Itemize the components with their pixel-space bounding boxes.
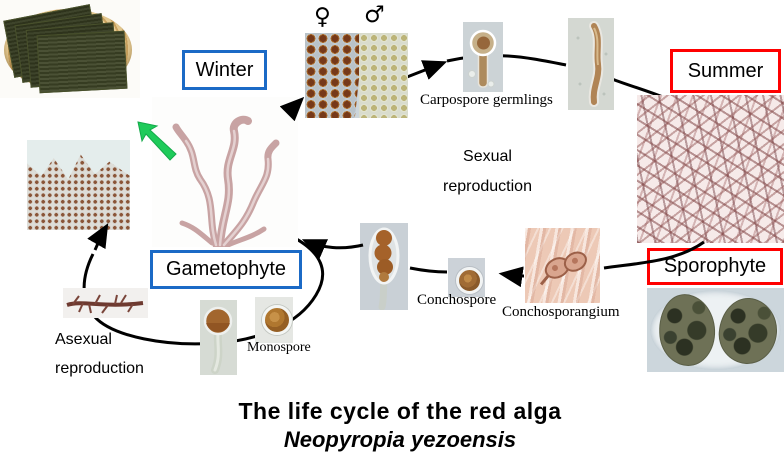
- summer-label-box: Summer: [670, 49, 781, 93]
- harvest-arrow-icon: [137, 121, 177, 161]
- spore-dots: [27, 154, 130, 230]
- carpospore-germlings-label: Carpospore germlings: [420, 92, 553, 108]
- nori-sheet: [36, 30, 128, 94]
- title-line1: The life cycle of the red alga: [238, 398, 562, 424]
- monospore-germling-micrograph: [200, 300, 237, 375]
- diagram-title: The life cycle of the red alga Neopyropi…: [16, 398, 784, 453]
- carpospore-germling-micrograph-1: [463, 22, 503, 92]
- conchosporangium-micrograph: [525, 228, 600, 303]
- sporophyte-label-box: Sporophyte: [647, 248, 783, 285]
- female-cells-area: [305, 33, 364, 118]
- asexual-reproduction-label: Asexual reproduction: [55, 331, 144, 377]
- branched-germling-micrograph: [63, 288, 148, 318]
- monospore-label: Monospore: [247, 340, 311, 355]
- arrow-loop-to-spores: [87, 223, 109, 251]
- arrow-germling-to-blade: [301, 239, 364, 259]
- arrow-gametes-to-germlings: [406, 60, 448, 80]
- gametophyte-label: Gametophyte: [165, 258, 287, 280]
- conchospore-cell: [456, 267, 483, 294]
- winter-label-box: Winter: [182, 50, 267, 90]
- shells-with-conchocelis-photo: [647, 288, 784, 372]
- line-conchospore-to-germling: [409, 266, 448, 274]
- winter-label: Winter: [195, 58, 254, 81]
- conchosporangium-label: Conchosporangium: [502, 304, 620, 320]
- male-cells-area: [358, 33, 408, 118]
- male-female-gametes-micrograph: [305, 33, 408, 118]
- gametophyte-blade-image: [152, 97, 298, 247]
- summer-label: Summer: [687, 59, 764, 82]
- nori-sheets-photo: [0, 0, 140, 98]
- monospore-micrograph: [255, 297, 293, 343]
- released-spores-micrograph: [27, 140, 130, 230]
- conchospore-micrograph: [448, 258, 485, 297]
- male-symbol: ♂: [364, 2, 385, 28]
- conchospore-label: Conchospore: [417, 292, 497, 308]
- conchospore-germling-micrograph: [360, 223, 408, 310]
- female-symbol: ♀: [314, 4, 331, 30]
- sporophyte-label: Sporophyte: [663, 255, 767, 277]
- title-line2: Neopyropia yezoensis: [283, 427, 517, 452]
- monospore-cell: [262, 305, 292, 335]
- conchocelis-filaments-micrograph: [637, 95, 784, 243]
- arrow-conchosporangium-to-conchospore: [498, 266, 525, 288]
- carpospore-germling-micrograph-2: [568, 18, 614, 110]
- gametophyte-label-box: Gametophyte: [150, 250, 302, 289]
- sexual-reproduction-label: Sexual reproduction: [443, 148, 532, 195]
